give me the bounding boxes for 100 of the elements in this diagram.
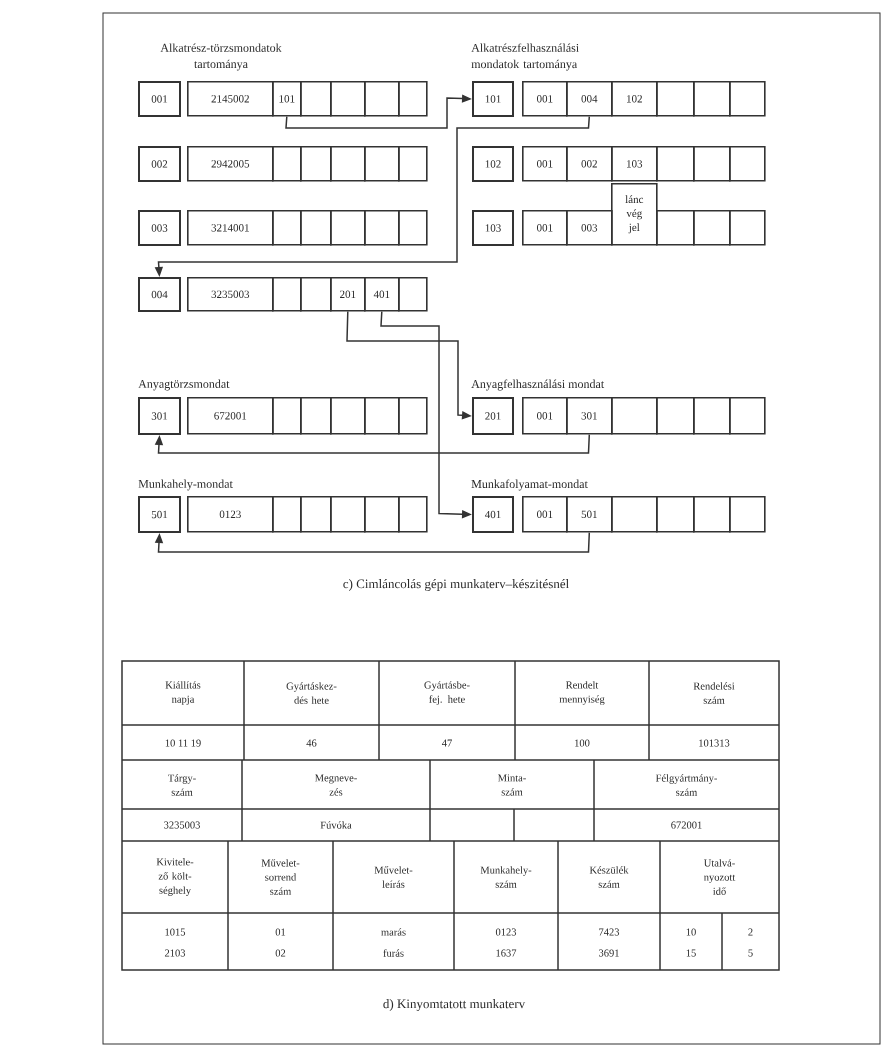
empty-cell — [300, 496, 332, 533]
empty-cell — [693, 146, 731, 182]
data-cell: 003 — [566, 210, 613, 246]
data-cell: 2942005 — [187, 146, 274, 182]
empty-cell — [398, 277, 428, 312]
record-heading: Anyagfelhasználási mondat — [471, 379, 605, 391]
section-heading: Alkatrész-törzsmondatok tartománya — [160, 43, 282, 71]
empty-cell — [693, 397, 731, 435]
pointer-arrow — [154, 531, 591, 553]
column-heading: Kivitele- ző költ- séghely — [156, 858, 194, 896]
empty-cell — [656, 81, 695, 117]
column-heading: Munkahely- szám — [480, 866, 532, 888]
record-key-box: 501 — [138, 496, 181, 533]
empty-cell — [611, 397, 658, 435]
column-heading: Rendelési szám — [693, 682, 735, 704]
record-key-box: 002 — [138, 146, 181, 182]
table-value: 1015 — [165, 928, 186, 936]
empty-cell — [729, 210, 766, 246]
data-cell: lánc vég jel — [611, 183, 658, 246]
table-value: 47 — [441, 739, 452, 747]
column-heading: Utalvá- nyozott idő — [704, 859, 736, 895]
data-cell: 501 — [566, 496, 613, 533]
column-heading: Félgyártmány- szám — [655, 774, 718, 796]
table-value: 02 — [275, 949, 286, 957]
empty-cell — [656, 146, 695, 182]
table-value: 5 — [748, 949, 753, 957]
empty-cell — [729, 397, 766, 435]
section-heading: Alkatrészfelhasználási mondatok tartománya — [471, 43, 579, 71]
column-heading: Gyártáskez- dés hete — [286, 682, 337, 704]
table-value: 2 — [748, 928, 753, 936]
data-cell: 001 — [522, 81, 568, 117]
table-value: 0123 — [495, 928, 517, 936]
empty-cell — [364, 81, 400, 117]
table-value: furás — [383, 949, 404, 957]
figure-caption: c) Cimláncolás gépi munkaterv–készitésnél — [343, 579, 569, 591]
empty-cell — [272, 496, 302, 533]
empty-cell — [656, 397, 695, 435]
table-value: 01 — [275, 928, 286, 936]
data-cell: 2145002 — [187, 81, 274, 117]
empty-cell — [272, 146, 302, 182]
empty-cell — [364, 397, 400, 435]
empty-cell — [729, 81, 766, 117]
empty-cell — [398, 146, 428, 182]
record-key-box: 102 — [472, 146, 514, 182]
table-value: 3691 — [599, 949, 619, 957]
empty-cell — [330, 397, 366, 435]
table-value: Fúvóka — [320, 821, 352, 829]
empty-cell — [656, 210, 695, 246]
empty-cell — [300, 277, 332, 312]
empty-cell — [398, 397, 428, 435]
record-key-box: 101 — [472, 81, 514, 117]
empty-cell — [398, 81, 428, 117]
record-key-box: 001 — [138, 81, 181, 117]
table-value: 7423 — [599, 928, 620, 936]
empty-cell — [693, 496, 731, 533]
table-value: 100 — [575, 739, 590, 747]
figure-caption: d) Kinyomtatott munkaterv — [383, 999, 526, 1011]
pointer-arrow — [154, 433, 591, 454]
record-key-box: 004 — [138, 277, 181, 312]
table-value: 672001 — [671, 821, 702, 829]
column-heading: Megneve- zés — [315, 774, 357, 796]
empty-cell — [611, 496, 658, 533]
column-heading: Készülék szám — [589, 866, 629, 888]
record-heading: Munkahely-mondat — [138, 479, 233, 491]
empty-cell — [330, 146, 366, 182]
empty-cell — [272, 397, 302, 435]
data-cell: 201 — [330, 277, 366, 312]
record-key-box: 401 — [472, 496, 514, 533]
empty-cell — [300, 397, 332, 435]
table-value: 101313 — [699, 739, 730, 747]
data-cell: 3214001 — [187, 210, 274, 246]
empty-cell — [300, 81, 332, 117]
empty-cell — [330, 210, 366, 246]
empty-cell — [330, 81, 366, 117]
empty-cell — [693, 210, 731, 246]
empty-cell — [398, 496, 428, 533]
data-cell: 401 — [364, 277, 400, 312]
table-value: 46 — [306, 739, 317, 747]
empty-cell — [364, 210, 400, 246]
record-key-box: 301 — [138, 397, 181, 435]
column-heading: Rendelt mennyiség — [559, 681, 605, 705]
column-heading: Tárgy- szám — [168, 774, 196, 796]
table-value: 3235003 — [164, 821, 200, 829]
record-heading: Munkafolyamat-mondat — [471, 479, 588, 491]
table-value: marás — [381, 928, 406, 936]
data-cell: 103 — [611, 146, 658, 182]
record-heading: Anyagtörzsmondat — [138, 379, 230, 391]
table-value: 1637 — [496, 949, 517, 957]
column-heading: Művelet- sorrend szám — [261, 859, 300, 895]
table-value: 15 — [686, 949, 696, 957]
data-cell: 001 — [522, 496, 568, 533]
data-cell: 101 — [272, 81, 302, 117]
column-heading: Kiállítás napja — [165, 681, 201, 705]
empty-cell — [729, 146, 766, 182]
column-heading: Gyártásbe- fej. hete — [424, 681, 470, 705]
empty-cell — [398, 210, 428, 246]
empty-cell — [272, 210, 302, 246]
empty-cell — [300, 146, 332, 182]
data-cell: 3235003 — [187, 277, 274, 312]
empty-cell — [300, 210, 332, 246]
